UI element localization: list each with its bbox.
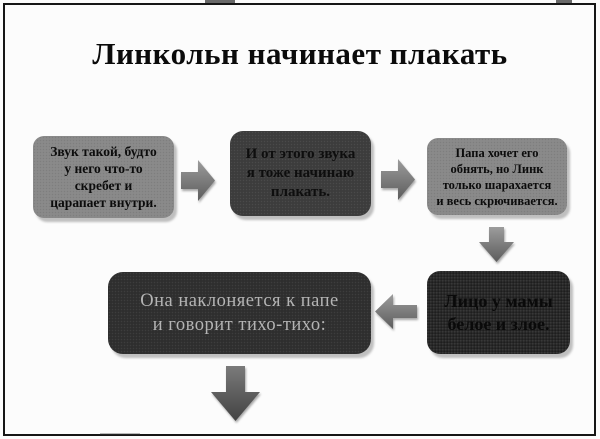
arrow-left-icon — [374, 292, 417, 331]
arrow-down-icon — [478, 227, 515, 263]
flow-box-line: Она наклоняется к папе — [140, 291, 339, 311]
flow-box-line: и весь скрючивается. — [436, 193, 558, 208]
flow-box-line: Звук такой, будто — [50, 144, 157, 159]
flow-box-line: я тоже начинаю — [246, 165, 355, 181]
flow-box-step-5: Она наклоняется к папе и говорит тихо-ти… — [108, 272, 371, 354]
arrow-right-icon — [381, 157, 416, 202]
flow-box-line: обнять, но Линк — [450, 161, 544, 176]
flow-box-line: у него что-то — [64, 161, 143, 176]
flow-box-line: царапает внутри. — [50, 195, 157, 210]
flow-box-step-3: Папа хочет его обнять, но Линк только ша… — [427, 138, 567, 215]
flow-box-step-2: И от этого звука я тоже начинаю плакать. — [230, 131, 371, 216]
flow-box-line: скребет и — [74, 178, 133, 193]
page-title: Линкольн начинает плакать — [92, 36, 508, 71]
scan-smudge — [556, 0, 572, 3]
arrow-down-icon — [210, 366, 261, 422]
flow-box-line: Папа хочет его — [455, 145, 539, 160]
arrow-right-icon — [181, 158, 216, 203]
scan-smudge — [205, 0, 235, 3]
flow-box-line: плакать. — [270, 184, 331, 200]
flow-box-line: Лицо у мамы — [444, 290, 553, 311]
flow-box-step-1: Звук такой, будто у него что-то скребет … — [33, 136, 174, 218]
scan-smudge — [100, 433, 140, 435]
flow-box-line: И от этого звука — [245, 146, 356, 162]
flow-box-line: и говорит тихо-тихо: — [152, 315, 327, 335]
flow-box-step-4: Лицо у мамы белое и злое. — [427, 271, 570, 354]
flow-box-line: белое и злое. — [447, 313, 550, 334]
flow-box-line: только шарахается — [442, 177, 552, 192]
